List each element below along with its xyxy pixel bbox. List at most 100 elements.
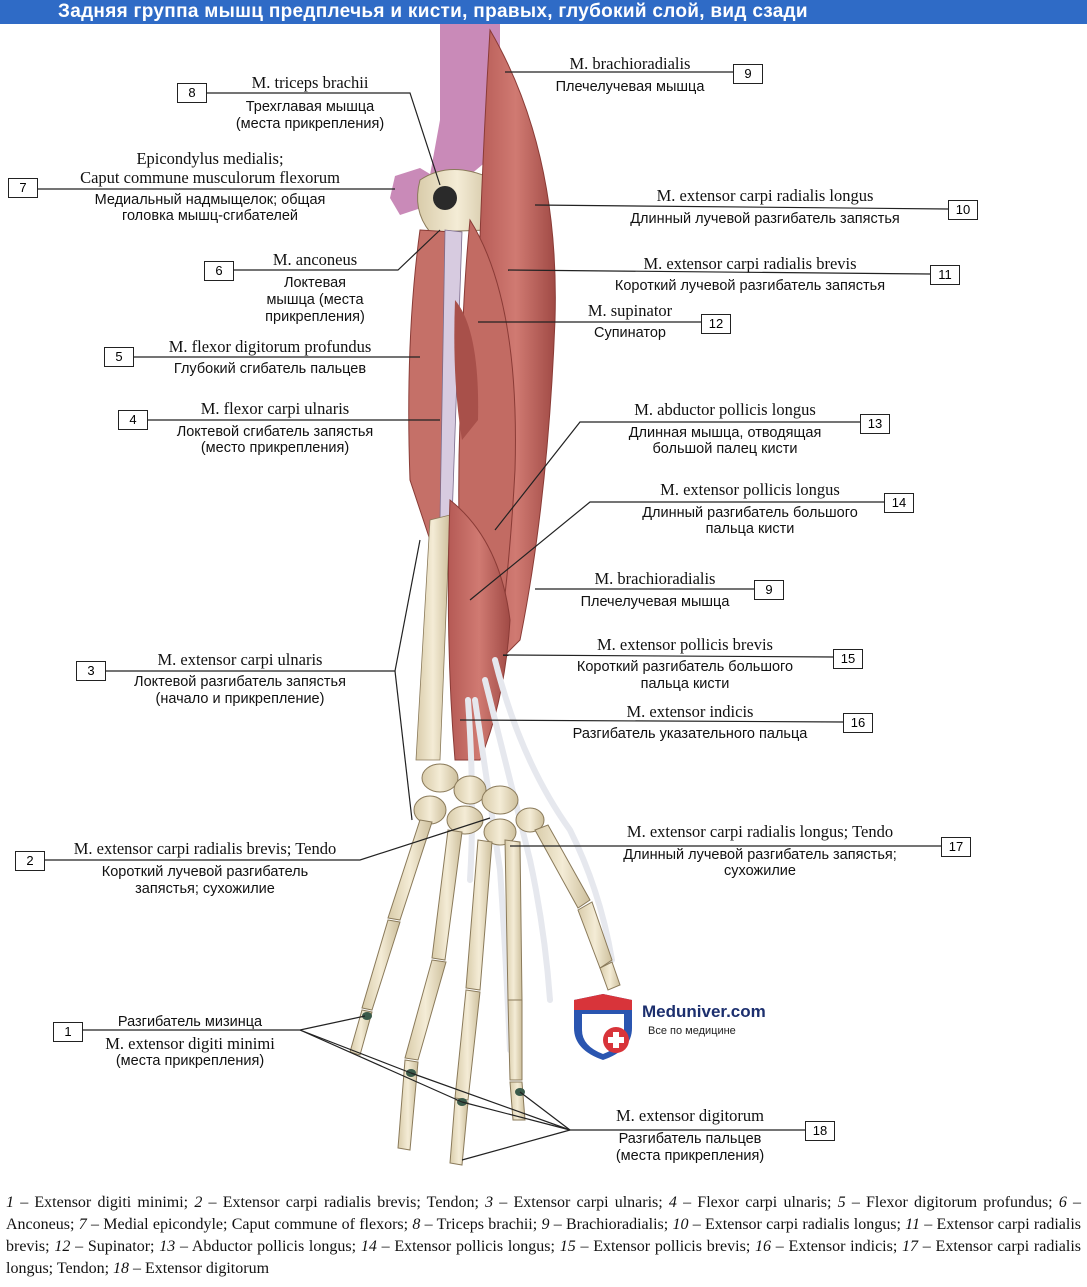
label-13-latin: M. abductor pollicis longus (634, 400, 816, 419)
caption-number: 4 (668, 1194, 677, 1211)
anatomy-diagram: 8 M. triceps brachii Трехглавая мышца (м… (0, 24, 1087, 1189)
caption-number: 9 (541, 1216, 550, 1233)
label-1-russian: (места прикрепления) (115, 1053, 265, 1069)
label-3-russian-1: Локтевой разгибатель запястья (134, 674, 346, 690)
label-4-russian-1: Локтевой сгибатель запястья (176, 424, 374, 440)
caption-number: 14 (360, 1238, 377, 1255)
caption-text: – Extensor digitorum (129, 1260, 270, 1277)
label-16-russian: Разгибатель указательного пальца (572, 726, 808, 742)
label-15-russian-2: пальца кисти (640, 676, 730, 692)
label-number-12: 12 (701, 314, 731, 334)
label-1-latin: M. extensor digiti minimi (105, 1034, 275, 1053)
label-14-latin: M. extensor pollicis longus (660, 480, 840, 499)
label-6-latin: M. anconeus (272, 250, 358, 269)
label-number-8: 8 (177, 83, 207, 103)
lower-forearm-muscles (447, 498, 511, 761)
caption-number: 5 (837, 1194, 846, 1211)
label-3-russian-2: (начало и прикрепление) (155, 691, 325, 707)
label-14-russian-1: Длинный разгибатель большого (642, 505, 858, 521)
caption-text: – Extensor carpi radialis brevis; (6, 1216, 1082, 1255)
label-17-latin: M. extensor carpi radialis longus; Tendo (626, 822, 894, 841)
caption-text: – Extensor carpi radialis longus; Tendon… (6, 1238, 1082, 1277)
label-5-russian: Глубокий сгибатель пальцев (173, 361, 367, 377)
label-8-russian-2: (места прикрепления) (235, 116, 385, 132)
label-number-1: 1 (53, 1022, 83, 1042)
caption-text: – Extensor carpi radialis brevis; Tendon… (202, 1194, 486, 1211)
shield-icon (574, 994, 632, 1060)
insertion-marks (362, 1012, 525, 1106)
label-number-13: 13 (860, 414, 890, 434)
page-title: Задняя группа мышц предплечья и кисти, п… (0, 0, 1087, 24)
label-9b-latin: M. brachioradialis (594, 569, 716, 588)
label-number-7: 7 (8, 178, 38, 198)
caption-number: 2 (194, 1194, 203, 1211)
caption-text: – Extensor digiti minimi; (14, 1194, 195, 1211)
caption-text: – Flexor digitorum profundus; (845, 1194, 1059, 1211)
label-7-latin-2: Caput commune musculorum flexorum (80, 168, 340, 187)
caption-number: 18 (113, 1260, 130, 1277)
caption-text: – Anconeus; (6, 1194, 1082, 1233)
label-2-latin: M. extensor carpi radialis brevis; Tendo (73, 839, 337, 858)
label-number-11: 11 (930, 265, 960, 285)
label-16-latin: M. extensor indicis (626, 702, 754, 721)
leader-lines (37, 71, 949, 1161)
label-2-russian-2: запястья; сухожилие (135, 881, 275, 897)
label-number-14: 14 (884, 493, 914, 513)
label-7-russian-1: Медиальный надмыщелок; общая (94, 192, 326, 208)
site-logo: Meduniver.com Все по медицине (570, 992, 790, 1062)
label-10-russian: Длинный лучевой разгибатель запястья (630, 211, 900, 227)
label-6-russian-1: Локтевая (283, 275, 347, 291)
finger-bones (349, 819, 621, 1166)
label-13-russian-1: Длинная мышца, отводящая (628, 425, 822, 441)
label-5-latin: M. flexor digitorum profundus (168, 337, 372, 356)
label-3-latin: M. extensor carpi ulnaris (157, 650, 323, 669)
caption-text: – Extensor carpi ulnaris; (493, 1194, 669, 1211)
caption-text: – Extensor indicis; (771, 1238, 903, 1255)
caption-text: – Supinator; (70, 1238, 160, 1255)
label-number-10: 10 (948, 200, 978, 220)
label-7-latin-1: Epicondylus medialis; (136, 149, 284, 168)
caption-number: 3 (485, 1194, 494, 1211)
caption-number: 11 (905, 1216, 920, 1233)
caption-text: – Abductor pollicis longus; (175, 1238, 361, 1255)
label-18-russian-1: Разгибатель пальцев (618, 1131, 762, 1147)
caption-text: – Extensor pollicis longus; (376, 1238, 560, 1255)
caption-number: 10 (672, 1216, 689, 1233)
humerus (430, 24, 500, 175)
logo-name: Meduniver.com (642, 1002, 766, 1021)
label-8-latin: M. triceps brachii (251, 73, 369, 92)
label-11-russian: Короткий лучевой разгибатель запястья (614, 278, 886, 294)
label-number-16: 16 (843, 713, 873, 733)
label-number-9-top: 9 (733, 64, 763, 84)
label-4-latin: M. flexor carpi ulnaris (200, 399, 350, 418)
label-14-russian-2: пальца кисти (705, 521, 795, 537)
logo-tagline: Все по медицине (648, 1025, 736, 1037)
caption-text: – Extensor pollicis brevis; (575, 1238, 756, 1255)
caption-text: – Medial epicondyle; Caput commune of fl… (86, 1216, 413, 1233)
caption-number: 6 (1058, 1194, 1067, 1211)
caption-number: 15 (559, 1238, 576, 1255)
caption-number: 17 (902, 1238, 919, 1255)
label-9b-russian: Плечелучевая мышца (580, 594, 730, 610)
label-number-5: 5 (104, 347, 134, 367)
caption-text: – Brachioradialis; (549, 1216, 673, 1233)
label-1-russian-top: Разгибатель мизинца (117, 1014, 263, 1030)
carpal-bones (413, 763, 545, 846)
caption-number: 13 (159, 1238, 176, 1255)
label-8-russian-1: Трехглавая мышца (245, 99, 375, 115)
label-number-3: 3 (76, 661, 106, 681)
label-number-6: 6 (204, 261, 234, 281)
label-15-latin: M. extensor pollicis brevis (597, 635, 773, 654)
label-2-russian-1: Короткий лучевой разгибатель (101, 864, 309, 880)
label-number-15: 15 (833, 649, 863, 669)
label-7-russian-2: головка мышц-сгибателей (121, 208, 299, 224)
caption-number: 8 (412, 1216, 421, 1233)
label-number-18: 18 (805, 1121, 835, 1141)
label-15-russian-1: Короткий разгибатель большого (576, 659, 794, 675)
label-18-russian-2: (места прикрепления) (615, 1148, 765, 1164)
label-number-17: 17 (941, 837, 971, 857)
ecu-strip (415, 514, 451, 761)
caption-text: – Flexor carpi ulnaris; (676, 1194, 838, 1211)
label-17-russian-1: Длинный лучевой разгибатель запястья; (623, 847, 897, 863)
label-13-russian-2: большой палец кисти (652, 441, 798, 457)
